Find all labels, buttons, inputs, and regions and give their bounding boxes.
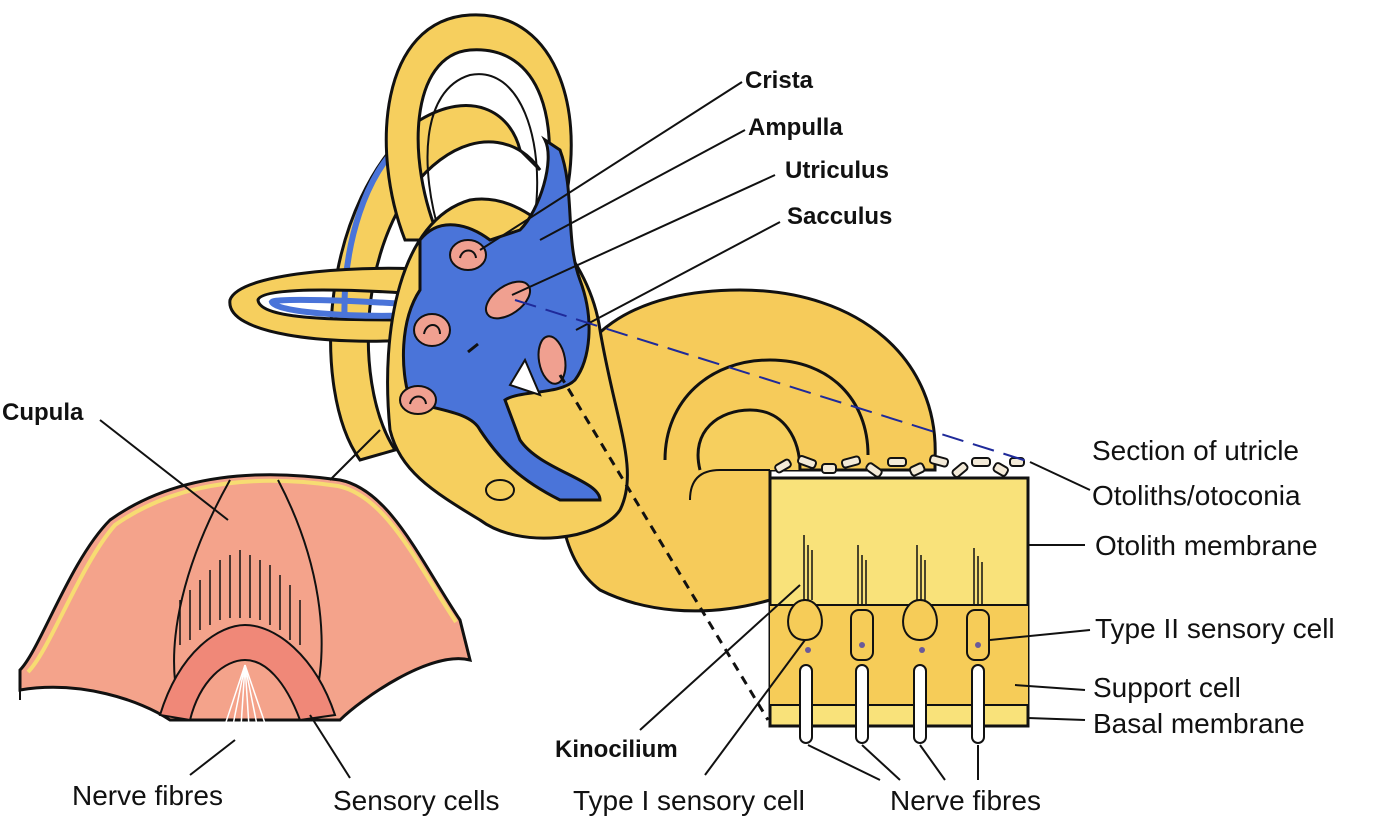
label-nerve-fibres-right: Nerve fibres [890,785,1041,816]
label-type1-sensory-cell: Type I sensory cell [573,785,805,816]
otoliths [774,454,1025,478]
label-type2-sensory-cell: Type II sensory cell [1095,613,1335,644]
label-kinocilium: Kinocilium [555,736,678,763]
label-otoliths: Otoliths/otoconia [1092,480,1301,511]
label-otolith-membrane: Otolith membrane [1095,530,1318,561]
label-crista: Crista [745,67,814,94]
label-utriculus: Utriculus [785,157,889,184]
type2-cell [850,609,874,661]
leader-lines-top [479,81,781,331]
saccule-macula [537,335,567,385]
label-basal-membrane: Basal membrane [1093,708,1305,739]
sensory-cells [787,598,990,744]
label-support-cell: Support cell [1093,672,1241,703]
ampullae [399,239,487,415]
type1-cell [902,598,938,642]
label-cupula: Cupula [2,399,84,426]
cupula-panel [18,419,473,779]
type2-cell [966,609,990,661]
sensory-cell-layer [158,623,337,722]
label-sacculus: Sacculus [787,203,892,230]
label-section-of-utricle: Section of utricle [1092,435,1299,466]
cupula-hairs [179,550,301,645]
type1-cell [787,598,823,642]
label-nerve-fibres-left: Nerve fibres [72,780,223,811]
utricle-section-panel [514,299,1091,781]
label-ampulla: Ampulla [748,114,843,141]
label-sensory-cells: Sensory cells [333,785,500,816]
membranous-labyrinth [402,135,602,502]
cupula-nerve-fibres [219,664,271,743]
hair-bundles [803,535,983,605]
